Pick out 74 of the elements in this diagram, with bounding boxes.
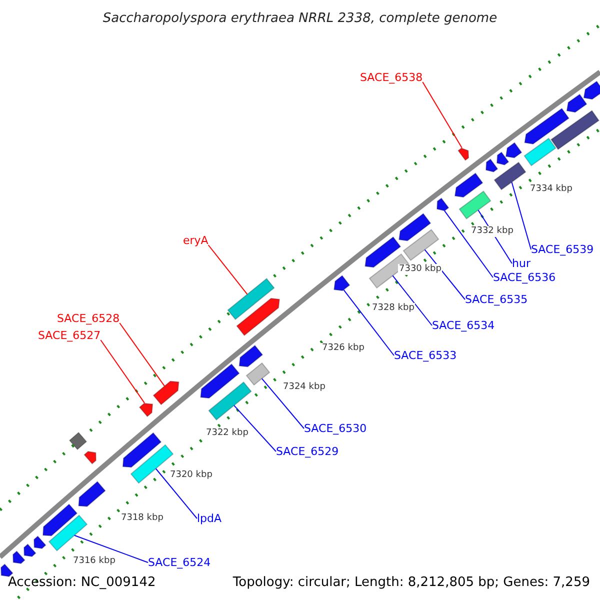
gene-feature [402, 228, 440, 262]
leader-line [422, 82, 462, 148]
gene-feature [583, 80, 600, 100]
gene-feature [364, 236, 402, 268]
gene-feature [208, 381, 252, 421]
gene-label: SACE_6533 [394, 349, 457, 362]
gene-label: SACE_6535 [465, 293, 528, 306]
gene-feature [78, 480, 106, 507]
gene-feature [485, 158, 498, 172]
position-label: 7334 kbp [529, 184, 574, 195]
position-label: 7328 kbp [371, 303, 416, 314]
gene-label: SACE_6529 [276, 445, 339, 458]
gene-feature [246, 362, 270, 386]
gene-label: eryA [183, 234, 208, 247]
gene-feature [122, 432, 162, 468]
gene-feature [236, 298, 280, 336]
gene-label: SACE_6536 [493, 271, 556, 284]
leader-line [343, 289, 394, 356]
gene-feature [494, 162, 526, 190]
position-label: 7332 kbp [470, 226, 514, 237]
gene-label: SACE_6530 [304, 422, 367, 435]
gene-feature [227, 278, 275, 320]
leader-line [208, 244, 248, 295]
position-label: 7324 kbp [282, 382, 326, 393]
leader-line [444, 210, 494, 278]
leader-line [155, 468, 198, 519]
gene-feature [0, 563, 14, 577]
gene-feature [84, 450, 96, 465]
gene-label: lpdA [197, 512, 222, 525]
gene-feature [524, 138, 556, 166]
gene-feature [68, 432, 88, 450]
position-label: 7318 kbp [120, 513, 164, 524]
gene-feature [436, 198, 450, 212]
gene-feature [48, 514, 88, 552]
gene-feature [550, 110, 600, 150]
gene-label: SACE_6528 [57, 312, 120, 325]
position-label: 7320 kbp [169, 470, 214, 481]
gene-feature [238, 344, 264, 368]
gene-feature [524, 108, 570, 144]
gene-feature [152, 380, 180, 406]
leader-line [100, 340, 146, 404]
gene-label: SACE_6538 [360, 71, 423, 84]
gene-feature [24, 543, 36, 557]
leader-line [261, 378, 304, 429]
gene-feature [200, 363, 240, 399]
leader-line [234, 404, 276, 452]
gene-feature [458, 190, 492, 220]
gene-label: SACE_6524 [148, 556, 211, 569]
gene-label: SACE_6534 [432, 319, 495, 332]
genome-stats-text: Topology: circular; Length: 8,212,805 bp; Genes: 7,259 [232, 574, 590, 592]
gene-feature [505, 142, 522, 158]
gene-feature [138, 402, 154, 418]
position-label: 7326 kbp [321, 343, 366, 354]
leader-line [424, 249, 466, 300]
gene-feature [12, 550, 26, 564]
gene-label: SACE_6539 [531, 243, 594, 256]
gene-feature [454, 172, 484, 198]
gene-feature [496, 152, 510, 166]
leader-line [511, 182, 532, 250]
title: Saccharopolyspora erythraea NRRL 2338, complete genome [102, 10, 498, 28]
gene-feature [42, 504, 78, 536]
gene-feature [458, 148, 470, 161]
accession-text: Accession: NC_009142 [8, 574, 156, 592]
gene-label: SACE_6527 [38, 329, 101, 342]
gene-feature [566, 94, 588, 113]
gene-label: hur [512, 257, 530, 270]
gene-feature [398, 212, 432, 242]
position-label: 7322 kbp [205, 428, 250, 439]
leader-line [392, 275, 432, 326]
leader-line [119, 322, 165, 387]
leader-line [74, 534, 148, 563]
position-label: 7316 kbp [72, 556, 116, 567]
gene-feature [334, 274, 350, 292]
position-label: 7330 kbp [398, 264, 442, 275]
